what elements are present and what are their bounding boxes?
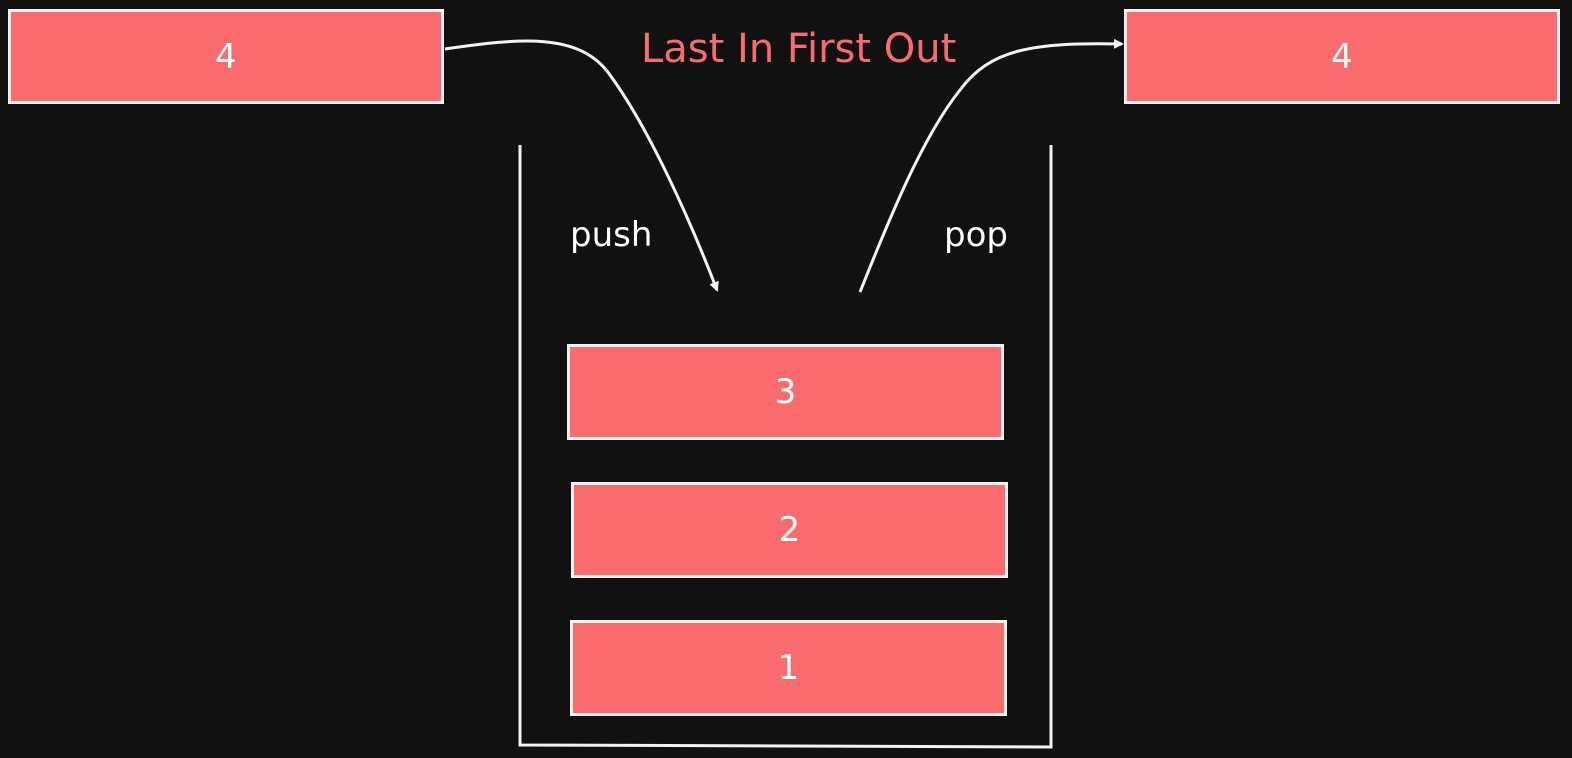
outgoing-item-label: 4 <box>1331 36 1353 77</box>
diagram-title: Last In First Out <box>641 26 957 72</box>
stack-item-label: 3 <box>774 372 797 412</box>
stack-item-middle: 2 <box>571 482 1008 578</box>
push-arrow <box>444 39 719 292</box>
stack-item-label: 2 <box>778 510 801 550</box>
stack-item-label: 1 <box>777 648 800 688</box>
stack-item-bottom: 1 <box>570 620 1007 716</box>
incoming-item-box: 4 <box>8 9 444 104</box>
outgoing-item-box: 4 <box>1124 9 1560 104</box>
incoming-item-label: 4 <box>215 36 237 77</box>
pop-arrow <box>858 38 1124 293</box>
stack-container <box>518 145 1053 749</box>
stack-item-top: 3 <box>567 344 1004 440</box>
pop-label: pop <box>944 215 1008 255</box>
push-label: push <box>570 215 653 255</box>
